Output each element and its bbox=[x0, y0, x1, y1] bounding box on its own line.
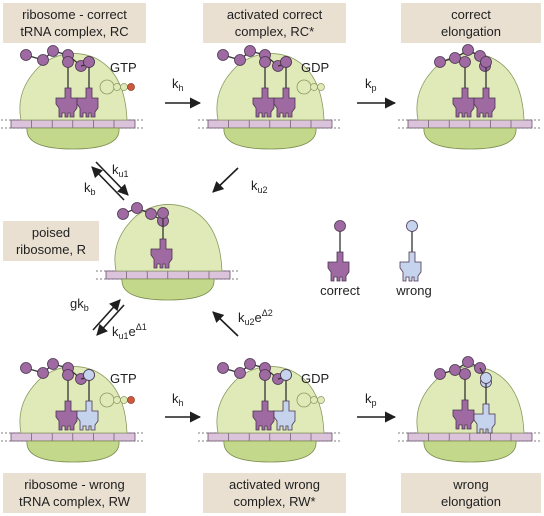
rate-kp-top: kp bbox=[365, 76, 377, 93]
legend-correct-label: correct bbox=[320, 283, 360, 298]
gdp-label-top: GDP bbox=[301, 60, 330, 75]
label-rc-line1: ribosome - correct bbox=[22, 7, 127, 22]
legend-correct-trna bbox=[327, 220, 350, 282]
legend-wrong-label: wrong bbox=[396, 283, 432, 298]
label-activated-correct-complex: activated correct complex, RC* bbox=[203, 3, 346, 43]
arrow-ku2-exp bbox=[212, 311, 239, 337]
label-wrong-elongation: wrong elongation bbox=[401, 473, 541, 513]
gdp-label-bottom: GDP bbox=[301, 371, 330, 386]
arrow-ku2 bbox=[212, 167, 239, 193]
arrow-kb bbox=[91, 166, 125, 201]
label-ribosome-correct-complex: ribosome - correct tRNA complex, RC bbox=[3, 3, 146, 43]
label-correct-elong-line1: correct bbox=[451, 7, 491, 22]
rate-ku1: ku1 bbox=[112, 162, 129, 179]
legend-wrong-trna bbox=[399, 220, 422, 282]
label-rc-line2: tRNA complex, RC bbox=[20, 24, 129, 39]
label-correct-elongation: correct elongation bbox=[401, 3, 541, 43]
rate-kb: kb bbox=[84, 180, 96, 197]
rate-ku1-exp: ku1eΔ1 bbox=[112, 322, 147, 341]
rate-kp-bottom: kp bbox=[365, 391, 377, 408]
ribosome-correct-elongation bbox=[398, 44, 542, 150]
arrow-ku1-exp bbox=[96, 304, 125, 336]
ribosome-rc-star bbox=[198, 45, 342, 150]
label-activated-wrong-complex: activated wrong complex, RW* bbox=[203, 473, 346, 513]
label-rcstar-line2: complex, RC* bbox=[234, 24, 315, 39]
ribosome-rw-star bbox=[198, 358, 342, 463]
label-rw-line1: ribosome - wrong bbox=[24, 477, 125, 492]
rate-ku2: ku2 bbox=[251, 178, 268, 195]
label-r-line2: ribosome, R bbox=[15, 242, 87, 257]
ribosome-wrong-elongation bbox=[398, 356, 542, 463]
label-correct-elong-line2: elongation bbox=[441, 24, 501, 39]
label-wrong-elong-line2: elongation bbox=[441, 494, 501, 509]
gtp-label-top: GTP bbox=[110, 60, 137, 75]
label-rw-line2: tRNA complex, RW bbox=[18, 494, 130, 509]
ribosome-rc bbox=[1, 45, 145, 150]
label-wrong-elong-line1: wrong bbox=[453, 477, 489, 492]
label-poised-ribosome: poised ribosome, R bbox=[3, 221, 99, 261]
label-rwstar-line2: complex, RW* bbox=[233, 494, 316, 509]
label-ribosome-wrong-complex: ribosome - wrong tRNA complex, RW bbox=[3, 473, 146, 513]
rate-kh-top: kh bbox=[172, 76, 184, 93]
ribosome-rw bbox=[1, 358, 145, 463]
rate-ku2-exp: ku2eΔ2 bbox=[238, 308, 273, 327]
label-rcstar-line1: activated correct bbox=[226, 7, 323, 22]
label-r-line1: poised bbox=[31, 225, 71, 240]
rate-gkb: gkb bbox=[70, 296, 89, 313]
ribosome-poised bbox=[96, 202, 240, 301]
label-rwstar-line1: activated wrong bbox=[228, 477, 321, 492]
rate-kh-bottom: kh bbox=[172, 391, 184, 408]
gtp-label-bottom: GTP bbox=[110, 371, 137, 386]
